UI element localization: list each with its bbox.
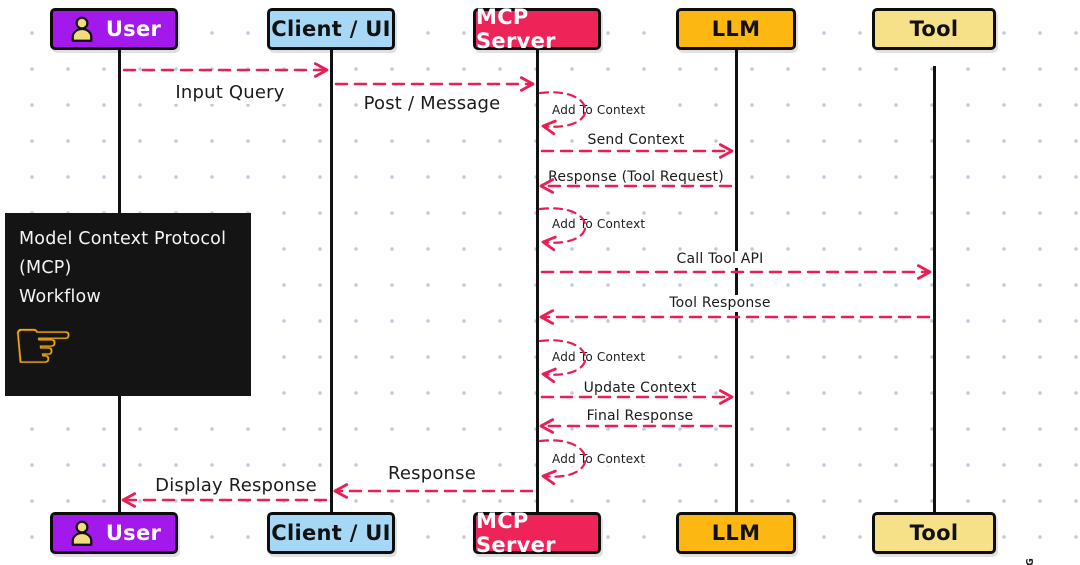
actor-tool-top: Tool [872, 8, 996, 50]
actor-label-client-bottom: Client / UI [271, 521, 391, 545]
person-icon [67, 518, 97, 548]
message-label-add-to-context-8: Add To Context [547, 350, 651, 365]
message-label-response-12: Response [382, 463, 482, 485]
message-label-post-message-1: Post / Message [358, 93, 506, 115]
branding-text: COBUS GREYLING & AI [1025, 557, 1049, 565]
branding-suffix: & AI [1037, 557, 1049, 565]
actor-label-mcp-top: MCP Server [476, 5, 556, 53]
message-label-add-to-context-5: Add To Context [547, 217, 651, 232]
message-label-response-tool-request-4: Response (Tool Request) [543, 169, 729, 186]
actor-client-bottom: Client / UI [267, 512, 395, 554]
actor-user-top: User [50, 8, 178, 50]
actor-label-mcp-bottom: MCP Server [476, 509, 556, 557]
message-label-tool-response-7: Tool Response [664, 295, 776, 312]
message-label-display-response-13: Display Response [150, 475, 322, 497]
message-label-final-response-10: Final Response [581, 408, 699, 425]
actor-tool-bottom: Tool [872, 512, 996, 554]
title-line-1: Model Context Protocol [19, 229, 227, 249]
actor-label-user-bottom: User [105, 521, 162, 545]
actor-label-tool-bottom: Tool [909, 521, 959, 545]
actor-label-client-top: Client / UI [271, 17, 391, 41]
person-icon [67, 14, 97, 44]
branding-name: COBUS GREYLING [1025, 557, 1037, 565]
message-label-add-to-context-2: Add To Context [547, 103, 651, 118]
message-label-send-context-3: Send Context [582, 132, 690, 149]
actor-llm-top: LLM [676, 8, 796, 50]
lifeline-mcp [535, 50, 539, 514]
title-line-3: Workflow [19, 287, 101, 307]
actor-mcp-top: MCP Server [473, 5, 601, 53]
actor-label-tool-top: Tool [909, 17, 959, 41]
message-label-update-context-9: Update Context [578, 380, 702, 397]
actor-label-user-top: User [105, 17, 162, 41]
lifeline-llm [734, 50, 738, 514]
message-label-add-to-context-11: Add To Context [547, 452, 651, 467]
actor-label-llm-bottom: LLM [711, 521, 761, 545]
actor-label-llm-top: LLM [711, 17, 761, 41]
pointing-hand-icon: ☞ [11, 303, 76, 387]
message-label-call-tool-api-6: Call Tool API [671, 251, 769, 268]
lifeline-tool [932, 66, 936, 514]
title-line-2: (MCP) [19, 258, 72, 278]
lifeline-client [329, 50, 333, 514]
actor-user-bottom: User [50, 512, 178, 554]
actor-llm-bottom: LLM [676, 512, 796, 554]
actor-mcp-bottom: MCP Server [473, 509, 601, 557]
message-label-input-query-0: Input Query [170, 82, 290, 104]
branding-inner: COBUS GREYLING & AI [1024, 557, 1050, 565]
title-panel: Model Context Protocol (MCP) Workflow ☞ [5, 213, 251, 396]
branding: COBUS GREYLING & AI [1025, 557, 1076, 565]
actor-client-top: Client / UI [267, 8, 395, 50]
